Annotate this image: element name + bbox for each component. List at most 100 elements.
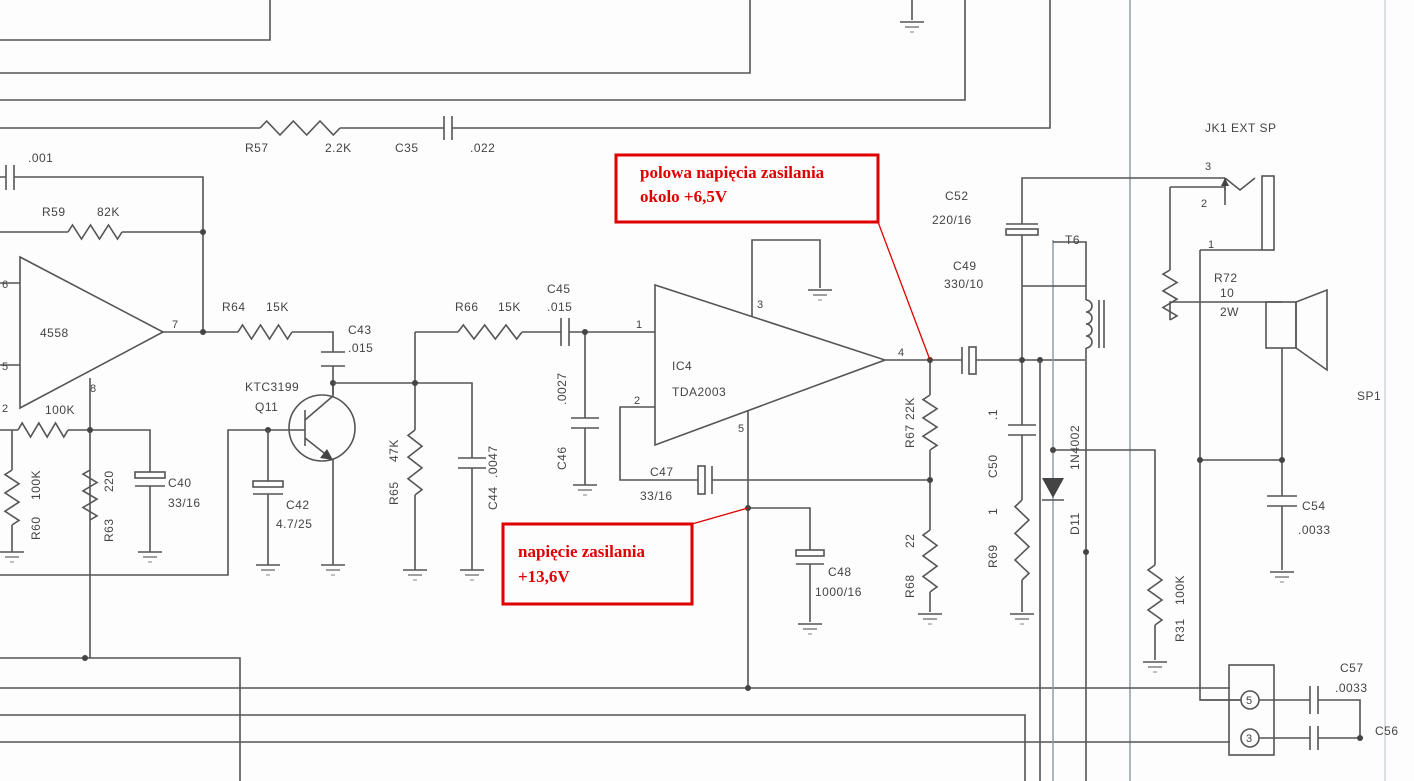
- diode-d11: [1042, 478, 1064, 501]
- c50-ref: C50: [986, 454, 1000, 478]
- annotation-line2: +13,6V: [518, 567, 570, 586]
- r68-value: 22: [903, 534, 917, 548]
- r65-ref: R65: [387, 481, 401, 505]
- annotation-supply-voltage: napięcie zasilania +13,6V: [501, 507, 749, 606]
- r72-value: 10: [1220, 286, 1234, 300]
- pin-label: 3: [1246, 733, 1252, 745]
- capacitor-c45: [560, 318, 570, 346]
- resistor-r67: [921, 394, 939, 451]
- resistor-r63: [81, 469, 99, 521]
- resistor-r64: [237, 323, 293, 341]
- capacitor-feedback: [5, 165, 15, 190]
- r57-value: 2.2K: [325, 141, 352, 155]
- c35-value: .022: [470, 141, 495, 155]
- pin-label: 2: [1201, 198, 1207, 210]
- c40-value: 33/16: [168, 496, 201, 510]
- r72-ref: R72: [1214, 271, 1238, 285]
- c35-ref: C35: [395, 141, 419, 155]
- r63-value: 220: [102, 470, 116, 492]
- resistor-r59: [67, 223, 123, 241]
- input-resistor-value: 100K: [45, 403, 75, 417]
- annotation-line2: okolo +6,5V: [640, 187, 728, 206]
- r67-ref: R67: [903, 424, 917, 448]
- resistor-r68: [921, 529, 939, 593]
- c49-ref: C49: [953, 259, 977, 273]
- pin-label: 5: [1246, 695, 1252, 707]
- sp1-ref: SP1: [1357, 389, 1381, 403]
- capacitor-c49: [961, 346, 977, 375]
- ic4-part: TDA2003: [672, 385, 726, 399]
- t6-ref: T6: [1065, 233, 1080, 247]
- c43-value: .015: [348, 341, 373, 355]
- c57-value: .0033: [1335, 681, 1368, 695]
- opamp-label: 4558: [40, 326, 69, 340]
- annotation-half-supply: polowa napięcia zasilania okolo +6,5V: [614, 153, 931, 361]
- pin-label: 4: [898, 347, 904, 359]
- feedback-cap-value: .001: [28, 151, 53, 165]
- capacitor-c47: [697, 465, 713, 495]
- resistor-r60: [3, 469, 21, 526]
- c47-ref: C47: [650, 465, 674, 479]
- r66-value: 15K: [498, 300, 521, 314]
- annotation-line1: polowa napięcia zasilania: [640, 163, 825, 182]
- r60-ref: R60: [29, 516, 43, 540]
- resistor-r66: [457, 323, 523, 341]
- c48-ref: C48: [828, 565, 852, 579]
- c50-value: .1: [986, 409, 1000, 420]
- pin-label: 6: [2, 279, 8, 291]
- c56-ref: C56: [1375, 724, 1399, 738]
- c57-ref: C57: [1340, 661, 1364, 675]
- ic4-ref: IC4: [672, 359, 692, 373]
- c54-ref: C54: [1302, 499, 1326, 513]
- transistor-q11: [288, 383, 356, 565]
- r60-value: 100K: [29, 470, 43, 500]
- c49-value: 330/10: [944, 277, 984, 291]
- pin-label: 1: [1208, 239, 1214, 251]
- c45-value: .015: [547, 300, 572, 314]
- pin-label: 5: [738, 423, 744, 435]
- r31-ref: R31: [1173, 618, 1187, 642]
- r59-value: 82K: [97, 205, 120, 219]
- c54-value: .0033: [1298, 523, 1331, 537]
- ground-symbol: [899, 21, 925, 33]
- speaker-sp1: [1265, 288, 1328, 372]
- c44-value: .0047: [486, 445, 500, 478]
- resistor-r57: [259, 119, 341, 137]
- d11-part: 1N4002: [1068, 425, 1082, 470]
- pin-label: 5: [2, 361, 8, 373]
- resistor-r31: [1146, 564, 1164, 626]
- transformer-t6: [1022, 241, 1105, 781]
- capacitor-c40: [134, 471, 166, 487]
- pin-label: 1: [636, 319, 642, 331]
- capacitor-c43: [321, 351, 345, 367]
- c45-ref: C45: [547, 282, 571, 296]
- pin-label: 8: [90, 383, 96, 395]
- capacitor-c42: [252, 480, 284, 495]
- capacitor-c52: [1005, 223, 1039, 236]
- r65-value: 47K: [387, 439, 401, 462]
- pin-label: 3: [1205, 161, 1211, 173]
- q11-ref: Q11: [255, 400, 278, 414]
- amplifier-ic4-tda2003: [654, 283, 888, 447]
- capacitor-c46: [571, 417, 599, 429]
- pin-label: 3: [757, 299, 763, 311]
- pin-label: 2: [634, 395, 640, 407]
- c46-ref: C46: [555, 446, 569, 470]
- capacitor-c50: [1008, 424, 1036, 436]
- jack-label: JK1 EXT SP: [1205, 121, 1276, 135]
- r66-ref: R66: [455, 300, 479, 314]
- c52-ref: C52: [945, 189, 969, 203]
- c42-value: 4.7/25: [276, 517, 312, 531]
- r69-value: 1: [986, 508, 1000, 515]
- r57-ref: R57: [245, 141, 269, 155]
- jack-jk1: [1169, 175, 1275, 270]
- d11-ref: D11: [1068, 512, 1082, 535]
- resistor-r72: [1161, 269, 1179, 321]
- annotation-line1: napięcie zasilania: [518, 542, 646, 561]
- r69-ref: R69: [986, 544, 1000, 568]
- c47-value: 33/16: [640, 489, 673, 503]
- c48-value: 1000/16: [815, 585, 862, 599]
